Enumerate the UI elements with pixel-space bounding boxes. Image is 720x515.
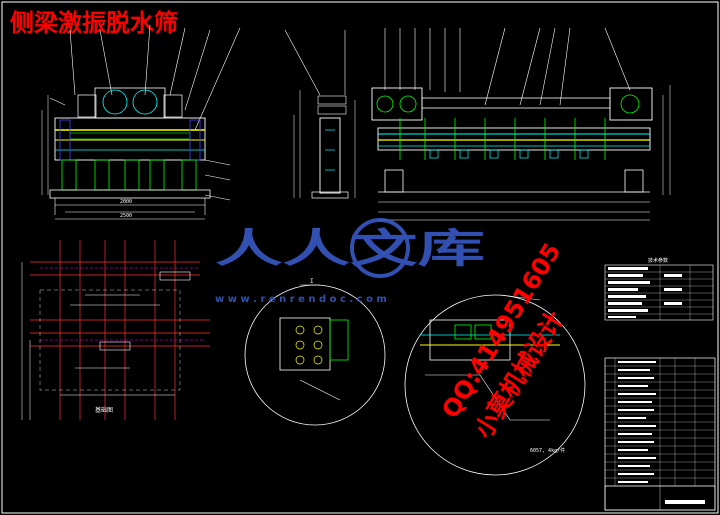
front-view: 2000 2500 [41,24,241,220]
svg-text:2500: 2500 [120,213,132,219]
watermark-site: 人人文库 w w w . r e n r e n d o c . c o m [215,218,485,305]
watermark-site-cn: 人人文库 [215,226,485,272]
capacity-label: 6057, 4kg/件 [530,447,565,454]
detail-view-1: I [244,278,386,426]
tech-parameter-table: 技术参数 [604,257,714,321]
watermark-logo-ring [350,218,410,278]
parts-list-table [604,357,716,511]
foundation-plan: 基础图 [21,240,210,420]
side-view [284,29,356,199]
detail-view-2: 6057, 4kg/件 [404,294,586,476]
foundation-plan-label: 基础图 [95,406,113,414]
section-mark: I [310,278,314,285]
watermark-site-url: w w w . r e n r e n d o c . c o m [215,294,387,305]
svg-text:2000: 2000 [120,199,132,205]
side-elevation [371,27,671,221]
drawing-title: 侧梁激振脱水筛 [10,8,178,37]
tech-table-title: 技术参数 [648,257,668,264]
